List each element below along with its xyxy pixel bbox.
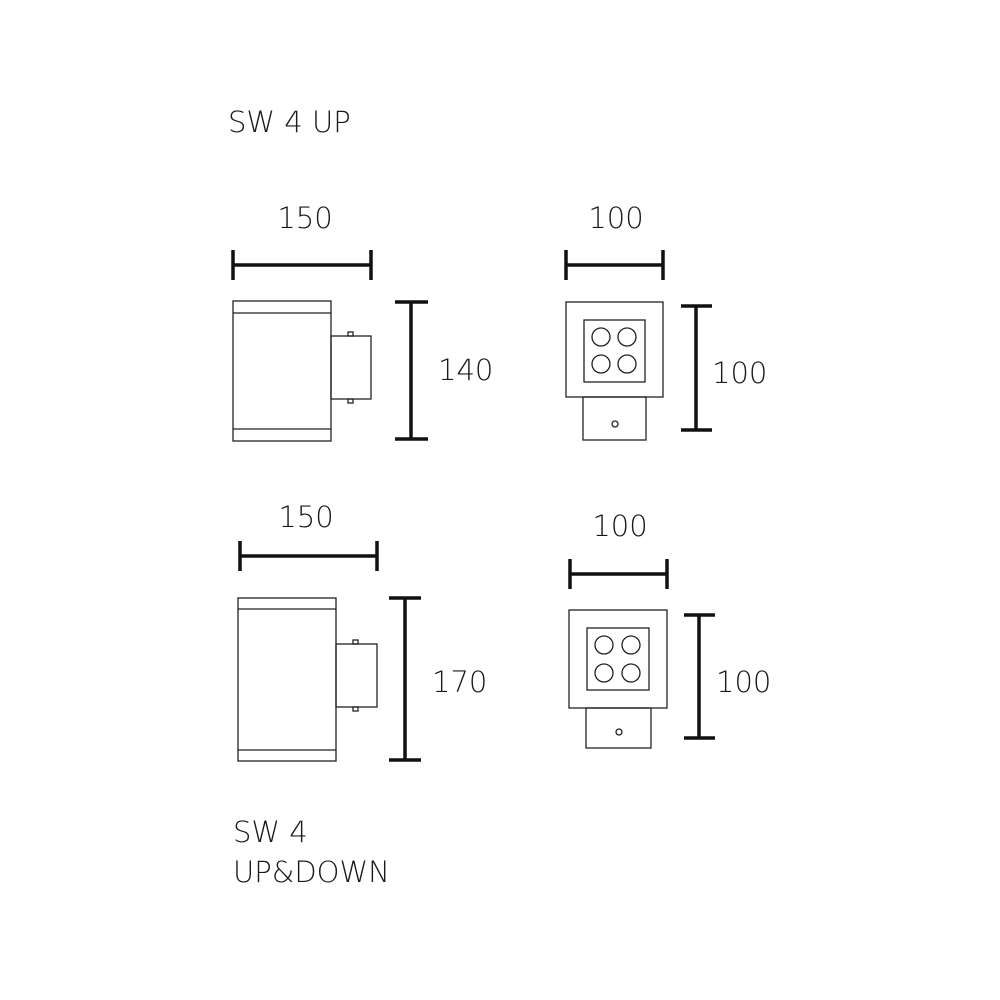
up-side-width-label: 150 bbox=[277, 201, 332, 235]
title-sw4-updown-line1: SW 4 bbox=[233, 815, 308, 849]
updown-front-height-dimension bbox=[684, 613, 715, 740]
updown-side-view bbox=[237, 597, 378, 762]
up-front-width-label: 100 bbox=[588, 201, 643, 235]
up-side-view bbox=[232, 300, 372, 442]
updown-side-height-dimension bbox=[389, 596, 421, 762]
updown-front-view bbox=[568, 609, 668, 749]
up-front-height-label: 100 bbox=[712, 356, 767, 390]
up-side-height-dimension bbox=[395, 300, 428, 441]
up-front-width-dimension bbox=[564, 250, 665, 280]
title-sw4-up: SW 4 UP bbox=[228, 105, 351, 139]
up-front-view bbox=[565, 301, 664, 441]
updown-front-height-label: 100 bbox=[716, 665, 771, 699]
up-side-width-dimension bbox=[231, 250, 373, 280]
updown-side-width-dimension bbox=[238, 541, 379, 571]
updown-side-width-label: 150 bbox=[278, 500, 333, 534]
up-front-height-dimension bbox=[681, 304, 712, 432]
title-sw4-updown-line2: UP&DOWN bbox=[233, 855, 390, 889]
updown-front-width-dimension bbox=[568, 559, 669, 589]
updown-front-width-label: 100 bbox=[592, 509, 647, 543]
up-side-height-label: 140 bbox=[438, 353, 493, 387]
updown-side-height-label: 170 bbox=[432, 665, 487, 699]
